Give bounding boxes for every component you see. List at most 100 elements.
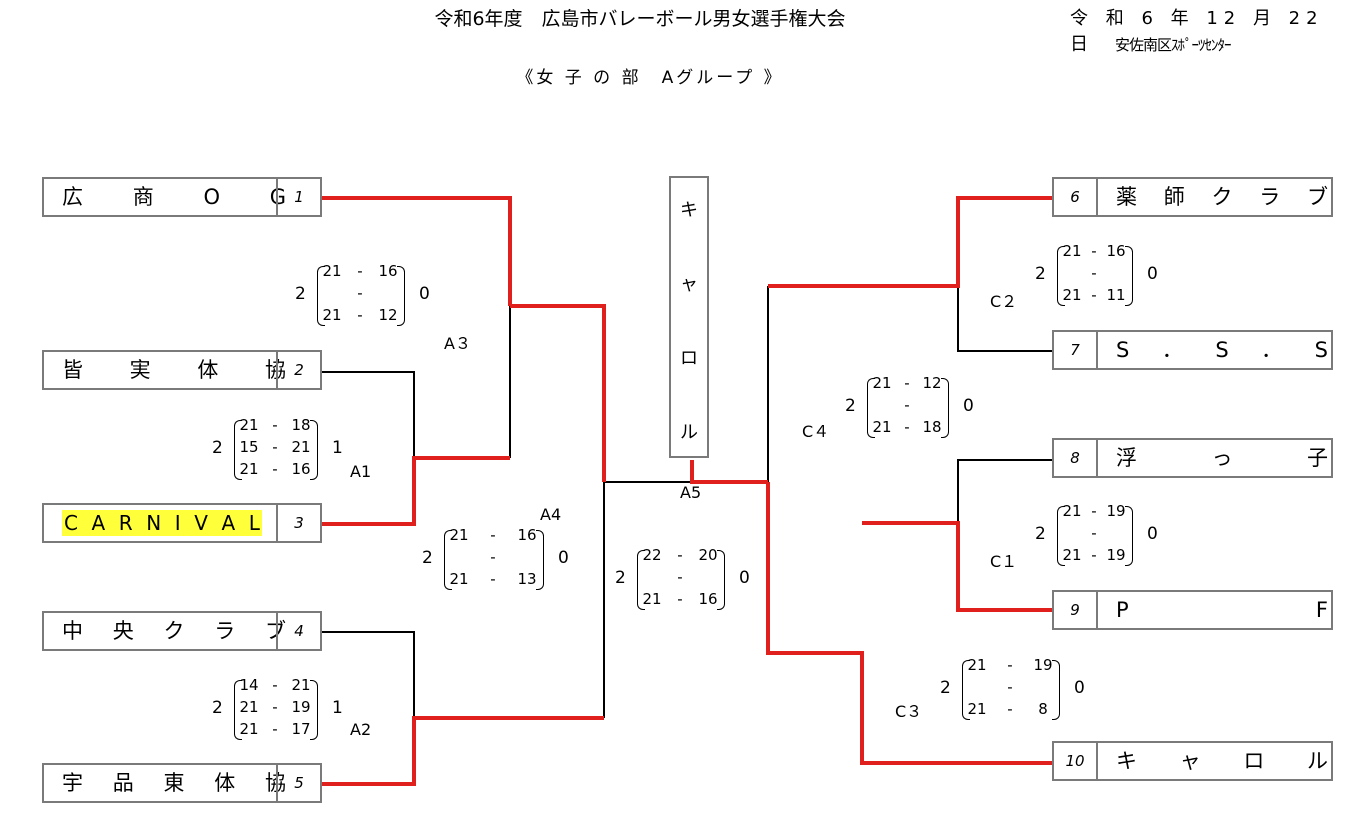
set-score: 14-21	[236, 676, 314, 694]
team-name: 薬師クラブ	[1116, 179, 1328, 215]
set-points-winner	[446, 548, 472, 566]
set-points-winner	[869, 396, 895, 414]
team-name-char: 実	[129, 358, 151, 382]
set-points-loser: 11	[1106, 286, 1126, 304]
set-points-loser: 16	[378, 262, 398, 280]
set-points-loser: 18	[291, 416, 311, 434]
set-dash: -	[1091, 546, 1097, 564]
event-venue: 安佐南区ｽﾎﾟｰﾂｾﾝﾀｰ	[1115, 36, 1232, 54]
team-6: 6 薬師クラブ	[1052, 177, 1333, 217]
sets-lost: 0	[558, 548, 569, 568]
set-points-loser: 21	[291, 438, 311, 456]
set-points-winner	[319, 284, 345, 302]
set-dash: -	[1091, 502, 1097, 520]
win-line-team9	[862, 521, 1054, 612]
team-4: 中央クラブ 4	[42, 611, 322, 651]
team-name: 皆実体協	[62, 352, 286, 388]
set-score: 21-11	[1059, 286, 1129, 304]
sets-won: 2	[940, 678, 951, 698]
team-name: S．S．S	[1116, 332, 1328, 368]
win-line-team10	[766, 482, 1054, 765]
sets-won: 2	[212, 438, 223, 458]
sets-lost: 0	[1147, 524, 1158, 544]
set-dash: -	[1091, 242, 1097, 260]
set-points-loser: 16	[1106, 242, 1126, 260]
set-dash: -	[357, 262, 363, 280]
sets-won: 2	[295, 284, 306, 304]
bracket-left	[637, 550, 645, 610]
set-score: -	[319, 284, 401, 302]
set-score: 21-19	[236, 698, 314, 716]
bracket-left	[962, 660, 970, 720]
bracket-left	[317, 266, 325, 326]
team-name-char: ラ	[1259, 185, 1281, 209]
set-points-winner: 21	[322, 306, 342, 324]
set-score: -	[639, 568, 721, 586]
set-points-loser	[1030, 678, 1056, 696]
line-team4	[320, 631, 415, 718]
set-dash: -	[272, 676, 278, 694]
match-label: C４	[802, 422, 830, 441]
set-points-winner: 21	[1062, 286, 1082, 304]
set-points-winner: 21	[239, 720, 259, 738]
set-score: 21-18	[869, 418, 945, 436]
champion-char: キ	[680, 200, 698, 221]
set-points-loser: 12	[378, 306, 398, 324]
seed-number: 1	[276, 179, 320, 215]
bracket-left	[444, 530, 452, 590]
set-dash: -	[1091, 524, 1097, 542]
set-points-winner: 22	[642, 546, 662, 564]
team-5: 宇品東体協 5	[42, 763, 322, 803]
bracket-right	[1052, 660, 1060, 720]
set-dash: -	[1091, 286, 1097, 304]
team-name-char: 広	[62, 185, 83, 209]
set-dash: -	[1007, 656, 1013, 674]
team-name-char: O	[203, 185, 220, 209]
set-points-loser	[919, 396, 945, 414]
team-name-char: L	[248, 511, 260, 535]
set-points-loser: 19	[1106, 502, 1126, 520]
set-score: 21-16	[446, 526, 540, 544]
team-name-char: ラ	[214, 619, 236, 643]
team-7: 7 S．S．S	[1052, 330, 1333, 370]
team-name-char: 協	[265, 771, 286, 795]
set-score: 21-12	[869, 374, 945, 392]
match-label: C３	[895, 702, 923, 721]
set-points-winner: 21	[1062, 546, 1082, 564]
set-dash: -	[490, 526, 496, 544]
champion-char: ャ	[680, 274, 698, 295]
team-name-char: ク	[163, 619, 185, 643]
sets-lost: 1	[332, 438, 343, 458]
set-points-winner: 21	[449, 570, 469, 588]
set-dash: -	[272, 460, 278, 478]
set-score: 21-12	[319, 306, 401, 324]
bracket-right	[536, 530, 544, 590]
set-score: 21-19	[1059, 502, 1129, 520]
line-team2	[320, 371, 415, 458]
win-line-team1	[320, 196, 512, 306]
team-name-char: P	[1116, 598, 1129, 622]
team-name-char: S	[1314, 338, 1328, 362]
team-name-char: っ	[1211, 446, 1233, 470]
set-points-loser	[695, 568, 721, 586]
bracket-right	[310, 420, 318, 480]
team-name-char: キ	[1116, 749, 1137, 773]
seed-number: 10	[1054, 743, 1098, 779]
win-line-team6	[768, 196, 1054, 288]
set-dash: -	[677, 568, 683, 586]
team-name-char: 協	[264, 358, 286, 382]
team-2: 皆実体協 2	[42, 350, 322, 390]
set-points-loser	[1103, 524, 1129, 542]
sets-won: 2	[845, 396, 856, 416]
team-name-char: ロ	[1243, 749, 1265, 773]
set-points-winner: 21	[239, 416, 259, 434]
set-points-loser: 19	[291, 698, 311, 716]
set-points-winner: 21	[872, 374, 892, 392]
match-label: C１	[990, 552, 1018, 571]
seed-number: 4	[276, 613, 320, 649]
